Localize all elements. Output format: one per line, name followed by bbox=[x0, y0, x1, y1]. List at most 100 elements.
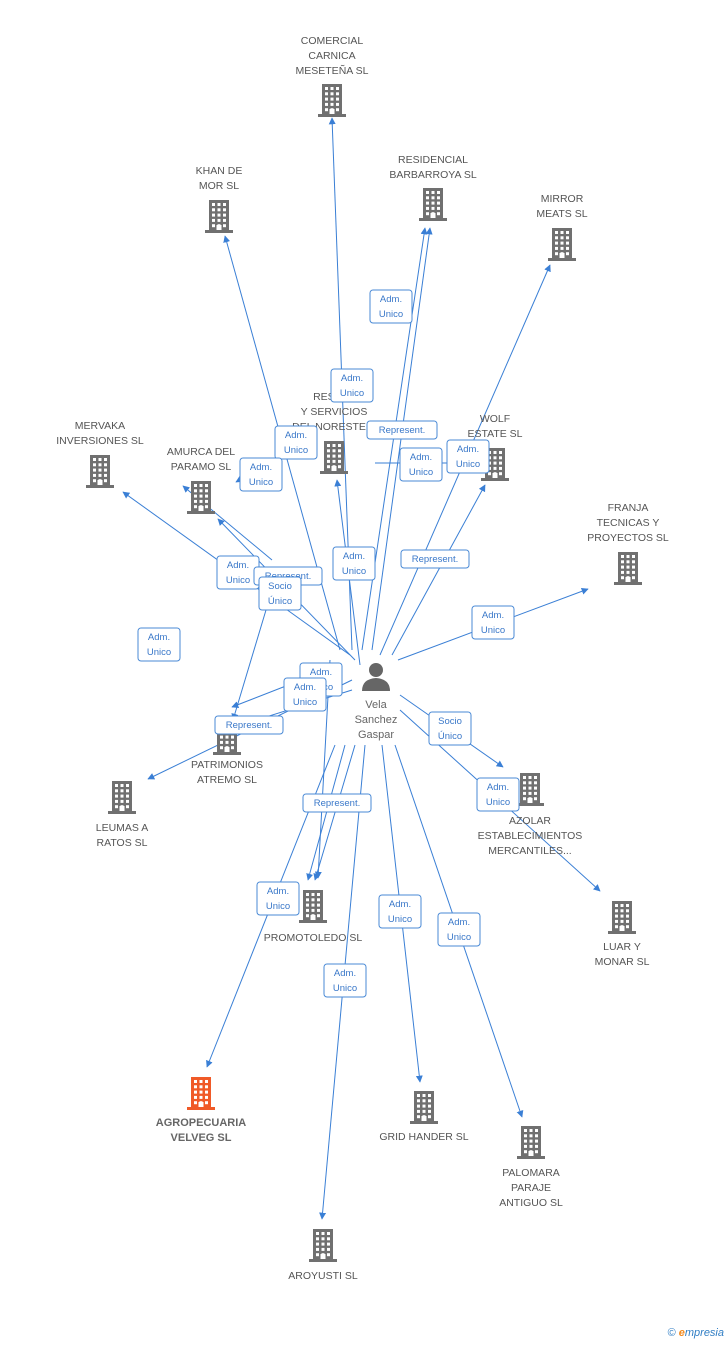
building-icon bbox=[410, 1091, 438, 1124]
person-name-line: Gaspar bbox=[358, 729, 394, 741]
edge-label-e_wolf1[interactable]: Adm.Unico bbox=[399, 447, 443, 482]
company-node-wolf[interactable]: WOLF ESTATE SL bbox=[467, 413, 523, 481]
edge-label-text: Unico bbox=[456, 459, 480, 470]
company-name-line: COMERCIAL bbox=[301, 35, 364, 47]
brand-logo-e: e bbox=[678, 1327, 685, 1339]
edge-label-e_rep_promo[interactable]: Represent. bbox=[302, 793, 372, 813]
company-name-line: PARAMO SL bbox=[171, 461, 232, 473]
company-name-line: KHAN DE bbox=[196, 165, 243, 177]
company-name-line: MONAR SL bbox=[595, 956, 650, 968]
company-name-line: AROYUSTI SL bbox=[288, 1270, 358, 1282]
edge-label-text: Adm. bbox=[227, 560, 249, 571]
company-name-line: CARNICA bbox=[308, 50, 355, 62]
edge-label-text: Adm. bbox=[267, 886, 289, 897]
company-name-line: ESTATE SL bbox=[467, 428, 522, 440]
edge-label-text: Socio bbox=[438, 716, 462, 727]
edge-label-e_rep_patr[interactable]: Represent. bbox=[214, 715, 284, 735]
edge-label-text: Adm. bbox=[380, 294, 402, 305]
edge-label-text: Unico bbox=[284, 445, 308, 456]
company-name-line: LEUMAS A bbox=[96, 822, 149, 834]
edge-label-e_res2[interactable]: Adm.Unico bbox=[330, 368, 374, 403]
edge-label-text: Unico bbox=[379, 309, 403, 320]
company-name-line: WOLF bbox=[480, 413, 510, 425]
nodes-layer: COMERCIAL CARNICA MESETEÑA SL RESIDENCIALBA… bbox=[56, 35, 669, 1282]
building-icon bbox=[309, 1229, 337, 1262]
company-node-agropecuaria[interactable]: AGROPECUARIA VELVEG SL bbox=[156, 1077, 247, 1144]
company-node-comercial[interactable]: COMERCIAL CARNICA MESETEÑA SL bbox=[296, 35, 369, 117]
edge-label-e_franja[interactable]: Adm.Unico bbox=[471, 605, 515, 640]
company-name-line: VELVEG SL bbox=[171, 1132, 232, 1144]
edge-label-e_promo1[interactable]: Adm. Unico bbox=[332, 546, 376, 581]
edge-label-text: Unico bbox=[486, 797, 510, 808]
edge-label-text: Unico bbox=[249, 477, 273, 488]
edge-label-text: Unico bbox=[388, 914, 412, 925]
edge-label-text: Represent. bbox=[226, 720, 272, 731]
company-name-line: MIRROR bbox=[541, 193, 584, 205]
building-icon bbox=[205, 200, 233, 233]
edge-label-e_res1[interactable]: Adm. Unico bbox=[369, 289, 413, 324]
company-name-line: PROYECTOS SL bbox=[587, 532, 669, 544]
edge-label-e_agro[interactable]: Adm.Unico bbox=[256, 881, 300, 916]
building-icon bbox=[517, 1126, 545, 1159]
company-name-line: AZOLAR bbox=[509, 815, 551, 827]
edge-label-e_wolf2[interactable]: Adm.Unico bbox=[446, 439, 490, 474]
building-icon bbox=[548, 228, 576, 261]
company-name-line: RESIDENCIAL bbox=[398, 154, 468, 166]
edge-label-text: Unico bbox=[293, 697, 317, 708]
company-node-grid[interactable]: GRID HANDER SL bbox=[379, 1091, 469, 1143]
edge-label-e_azolar[interactable]: Adm.Unico bbox=[476, 777, 520, 812]
edge-label-e_wolf_rep[interactable]: Represent. bbox=[400, 549, 470, 569]
building-icon bbox=[187, 1077, 215, 1110]
edge-label-text: Adm. bbox=[448, 917, 470, 928]
edge-label-e_aroyusti[interactable]: Adm.Unico bbox=[323, 963, 367, 998]
person-name-line: Vela bbox=[365, 699, 387, 711]
edges-layer bbox=[122, 117, 601, 1220]
edge-label-e_amurca[interactable]: Adm.Unico bbox=[239, 457, 283, 492]
edge-label-text: Unico bbox=[147, 647, 171, 658]
edge-label-e_patr2[interactable]: Adm.Unico bbox=[283, 677, 327, 712]
company-name-line: PARAJE bbox=[511, 1182, 551, 1194]
company-node-leumas[interactable]: LEUMAS A RATOS SL bbox=[96, 781, 149, 849]
building-icon bbox=[187, 481, 215, 514]
edge-label-e_grid[interactable]: Adm.Unico bbox=[378, 894, 422, 929]
edge-label-text: Unico bbox=[342, 566, 366, 577]
edge-label-e_khan[interactable]: Adm.Unico bbox=[274, 425, 318, 460]
edge-label-text: Unico bbox=[447, 932, 471, 943]
edge-label-text: Adm. bbox=[343, 551, 365, 562]
company-name-line: ATREMO SL bbox=[197, 774, 257, 786]
edge-label-text: Adm. bbox=[341, 373, 363, 384]
company-node-aroyusti[interactable]: AROYUSTI SL bbox=[288, 1229, 358, 1282]
edge-label-e_merv[interactable]: Adm.Unico bbox=[216, 555, 260, 590]
company-node-azolar[interactable]: AZOLARESTABLECIMIENTOSMERCANTILES... bbox=[478, 773, 583, 857]
company-node-luar[interactable]: LUAR Y MONAR SL bbox=[595, 901, 650, 968]
edge-label-text: Represent. bbox=[379, 425, 425, 436]
company-name-line: PATRIMONIOS bbox=[191, 759, 263, 771]
building-icon bbox=[108, 781, 136, 814]
edge-label-e_leumas[interactable]: Adm.Unico bbox=[137, 627, 181, 662]
company-name-line: AGROPECUARIA bbox=[156, 1117, 247, 1129]
edge-label-e_rep_restau[interactable]: Represent. bbox=[366, 420, 438, 440]
company-node-promotoledo[interactable]: PROMOTOLEDO SL bbox=[264, 890, 363, 944]
edge-label-text: Socio bbox=[268, 581, 292, 592]
company-name-line: MESETEÑA SL bbox=[296, 64, 369, 77]
building-icon bbox=[419, 188, 447, 221]
company-name-line: Y SERVICIOS bbox=[301, 406, 368, 418]
company-name-line: RATOS SL bbox=[97, 837, 148, 849]
brand-logo-text: mpresia bbox=[684, 1327, 724, 1339]
company-name-line: LUAR Y bbox=[603, 941, 641, 953]
edge-label-text: Único bbox=[268, 596, 292, 607]
building-icon bbox=[318, 84, 346, 117]
copyright-symbol: © bbox=[667, 1327, 676, 1339]
edge-label-e_palomara[interactable]: Adm. Unico bbox=[437, 912, 481, 947]
